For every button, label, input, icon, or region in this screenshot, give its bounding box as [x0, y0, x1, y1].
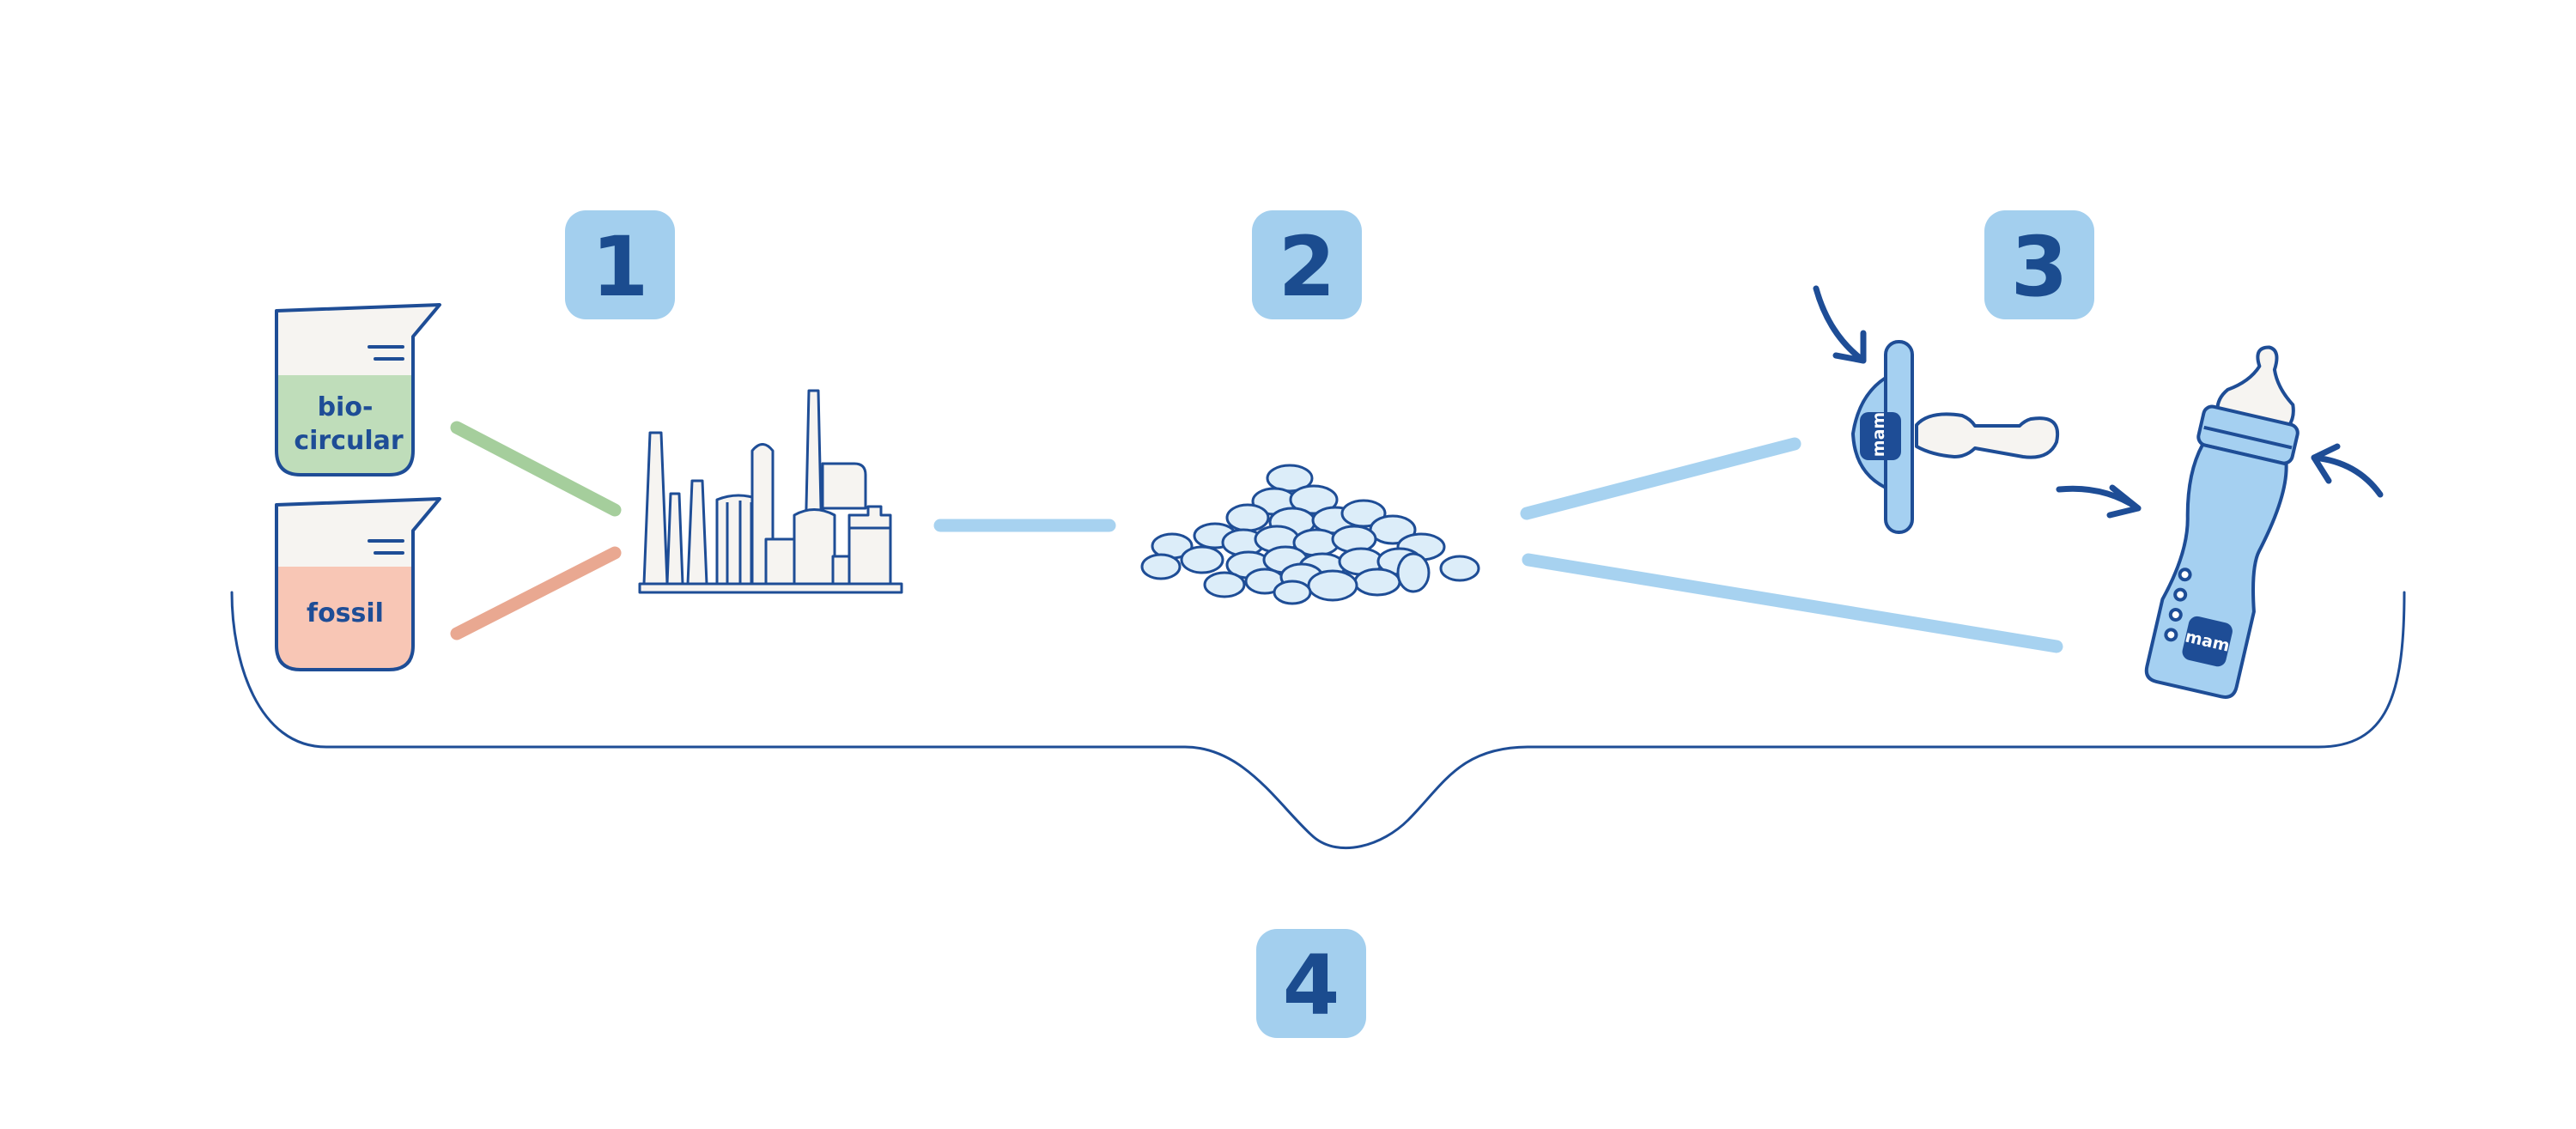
beaker-bio-circular: bio- circular [275, 303, 441, 476]
connector-pellets-bottle [1522, 553, 2063, 653]
arrow-to-pacifier-icon [1813, 285, 1867, 364]
step-badge-4: 4 [1256, 929, 1366, 1038]
arrows [1813, 285, 2384, 519]
connector-pellets-pacifier [1520, 437, 1801, 520]
step-number-4: 4 [1283, 938, 1340, 1034]
pacifier-logo-badge [1860, 412, 1901, 460]
beaker-bio-label-2: circular [294, 426, 404, 456]
plastic-pellets-icon [1140, 464, 1480, 605]
pacifier-icon: mam [1851, 340, 2060, 534]
factory-icon [638, 389, 903, 594]
beaker-bio-label-1: bio- [318, 392, 374, 422]
pacifier-logo: mam [1869, 412, 1888, 457]
step-number-2: 2 [1279, 219, 1336, 315]
step-badge-3: 3 [1984, 210, 2094, 319]
step-number-3: 3 [2011, 219, 2069, 315]
bracket [230, 591, 2406, 850]
step-badge-1: 1 [565, 210, 675, 319]
step-number-1: 1 [592, 219, 649, 315]
baby-bottle-icon: mam [2144, 345, 2300, 699]
arrow-to-bottle-right-icon [2311, 443, 2384, 498]
connector-fossil [450, 546, 622, 640]
connector-bio [450, 421, 622, 517]
bottle-logo-badge [2182, 616, 2233, 667]
beaker-fossil: fossil [275, 497, 441, 671]
connectors [450, 421, 2063, 653]
step-badge-2: 2 [1252, 210, 1362, 319]
arrow-to-bottle-left-icon [2056, 484, 2142, 519]
beaker-fossil-label: fossil [307, 598, 384, 628]
